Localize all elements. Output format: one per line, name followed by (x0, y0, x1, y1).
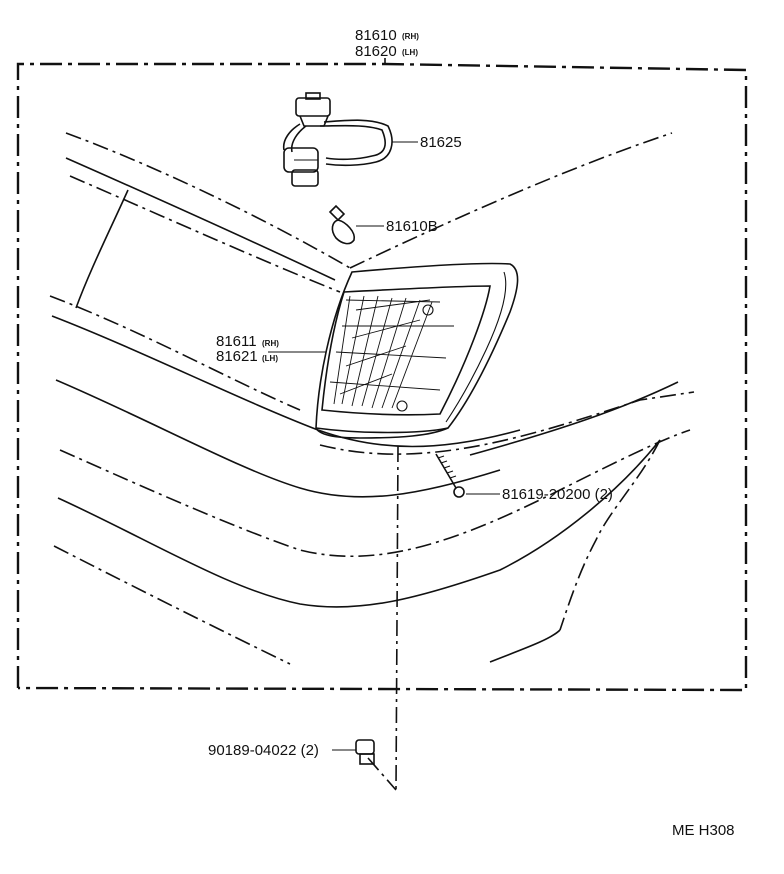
vehicle-body-outline (49, 132, 695, 665)
clip (332, 445, 399, 791)
lens-part-rh: 81611 (216, 333, 257, 350)
assembly-label: 81610 (RH) 81620 (LH) (355, 27, 419, 60)
bulb-part-number: 81610B (386, 218, 438, 235)
clip-part-number: 90189-04022 (2) (208, 742, 319, 759)
lamp-lens (268, 262, 519, 439)
lens-part-lh: 81621 (216, 348, 258, 365)
socket-part-number: 81625 (420, 134, 462, 151)
socket-and-wire (282, 92, 418, 187)
bulb (328, 204, 384, 245)
assembly-suffix-lh: (LH) (402, 48, 418, 57)
lens-label: 81611 (RH) 81621 (LH) (216, 333, 279, 365)
assembly-suffix-rh: (RH) (402, 32, 419, 41)
lens-suffix-rh: (RH) (262, 339, 279, 348)
clip-phantom-line (395, 445, 399, 791)
assembly-part-rh: 81610 (355, 27, 397, 44)
assembly-frame (16, 58, 748, 692)
screw (435, 453, 500, 498)
lens-suffix-lh: (LH) (262, 354, 278, 363)
screw-part-number: 81619-20200 (2) (502, 486, 613, 503)
reflector-hatch (329, 295, 454, 409)
assembly-part-lh: 81620 (355, 43, 397, 60)
diagram-code: ME H308 (672, 822, 735, 839)
